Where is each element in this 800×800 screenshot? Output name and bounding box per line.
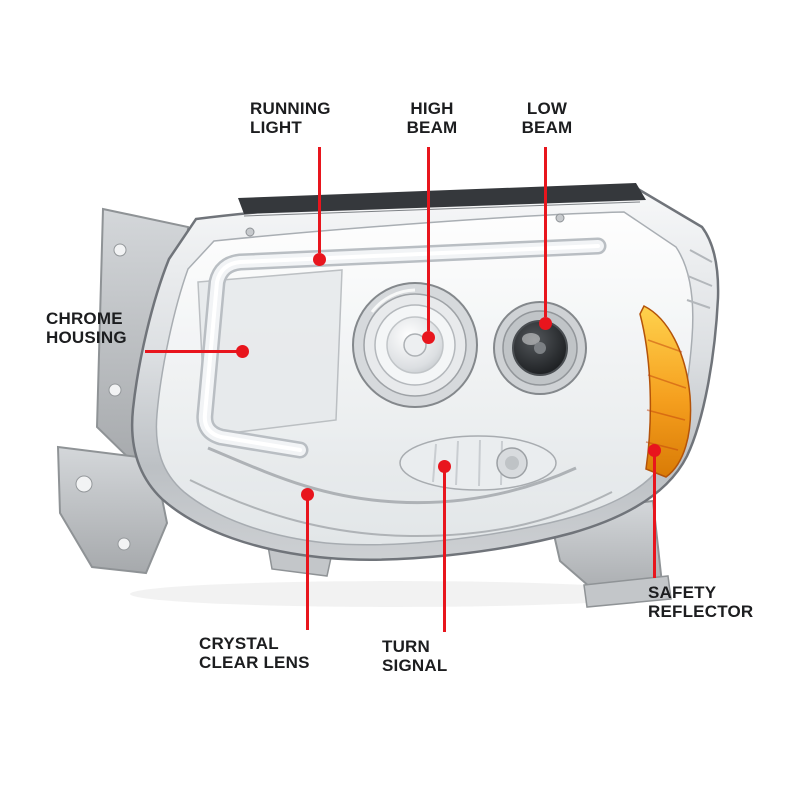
callout-dot-low-beam [539, 317, 552, 330]
safety-reflector-amber [639, 304, 692, 478]
leader-line-safety-reflector [653, 456, 656, 578]
callout-dot-running-light [313, 253, 326, 266]
leader-line-crystal-clear-lens [306, 500, 309, 630]
callout-dot-safety-reflector [648, 444, 661, 457]
callout-label-crystal-clear-lens: CRYSTAL CLEAR LENS [199, 634, 310, 672]
leader-line-turn-signal [443, 472, 446, 632]
running-light-bar [196, 237, 607, 459]
leader-line-chrome-housing [145, 350, 237, 353]
callout-dot-chrome-housing [236, 345, 249, 358]
leader-line-low-beam [544, 147, 547, 317]
low-beam-projector [493, 301, 587, 395]
callout-label-low-beam: LOW BEAM [521, 99, 573, 137]
high-beam-projector [352, 282, 478, 408]
turn-signal-lamp [399, 435, 557, 491]
callout-label-running-light: RUNNING LIGHT [250, 99, 331, 137]
callout-dot-turn-signal [438, 460, 451, 473]
ground-shadow [130, 581, 660, 607]
leader-line-running-light [318, 147, 321, 253]
callout-dot-crystal-clear-lens [301, 488, 314, 501]
callout-label-high-beam: HIGH BEAM [406, 99, 458, 137]
callout-label-turn-signal: TURN SIGNAL [382, 637, 448, 675]
leader-line-high-beam [427, 147, 430, 331]
callout-label-safety-reflector: SAFETY REFLECTOR [648, 583, 754, 621]
callout-dot-high-beam [422, 331, 435, 344]
callout-label-chrome-housing: CHROME HOUSING [46, 309, 127, 347]
